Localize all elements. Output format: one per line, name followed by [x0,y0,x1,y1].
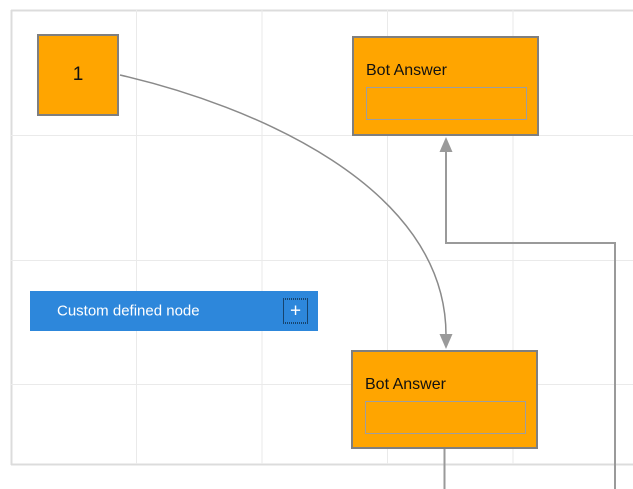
bot-answer-input[interactable] [366,87,527,120]
add-node-button[interactable]: + [283,298,308,324]
node-custom-defined[interactable]: Custom defined node + [30,291,318,331]
node-start-label: 1 [72,64,84,85]
arrowhead-up-icon [439,137,453,152]
node-title: Bot Answer [365,376,446,393]
node-custom-label: Custom defined node [57,302,200,320]
bot-answer-input[interactable] [365,401,526,434]
node-title: Bot Answer [366,62,447,79]
connector-elbow[interactable] [439,137,616,489]
node-start[interactable]: 1 [37,34,119,116]
node-bot-answer-top[interactable]: Bot Answer [352,36,539,136]
plus-icon: + [289,300,302,322]
node-bot-answer-bottom[interactable]: Bot Answer [351,350,538,449]
arrowhead-down-icon [439,334,453,349]
connector-bezier[interactable] [119,74,453,349]
